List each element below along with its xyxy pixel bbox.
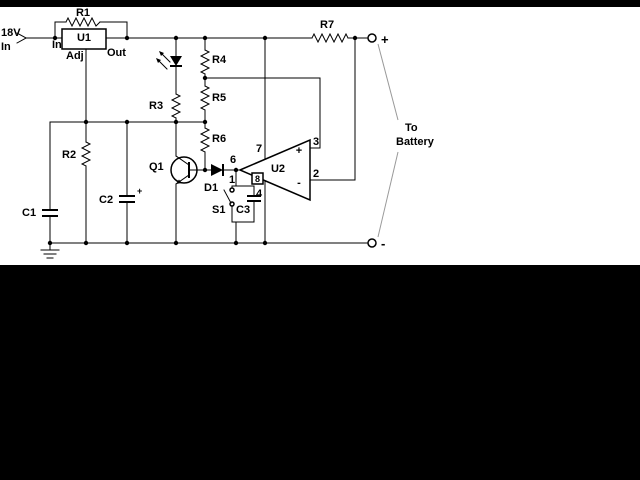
input-arrow-icon xyxy=(16,32,27,44)
label-u2-plus: + xyxy=(296,145,302,157)
label-battery: Battery xyxy=(396,136,435,148)
label-r3: R3 xyxy=(149,100,163,112)
switch-s1 xyxy=(223,187,235,207)
label-terminal-plus: + xyxy=(381,32,389,47)
label-r4: R4 xyxy=(212,54,227,66)
label-u1: U1 xyxy=(77,32,91,44)
label-u2-pin-8: 8 xyxy=(255,174,260,184)
opamp-pin8-nc-box xyxy=(251,172,264,185)
terminal-negative-circle xyxy=(367,238,377,248)
transistor-q1 xyxy=(170,155,198,185)
label-u1-pin-in: In xyxy=(52,39,62,51)
capacitor-c3 xyxy=(247,195,261,202)
label-r7: R7 xyxy=(320,19,334,31)
label-u2-pin-7: 7 xyxy=(256,143,262,155)
resistor-r7 xyxy=(311,32,349,44)
capacitor-c2 xyxy=(119,195,135,203)
label-u1-pin-adj: Adj xyxy=(66,50,84,62)
label-in-source: In xyxy=(1,41,11,53)
led-ray-arrows-icon xyxy=(156,51,171,70)
label-u2-pin-3: 3 xyxy=(313,136,319,148)
label-u2-pin-2: 2 xyxy=(313,168,319,180)
label-u1-pin-out: Out xyxy=(107,47,126,59)
resistor-r3 xyxy=(170,93,182,119)
label-18v: 18V xyxy=(1,27,21,39)
regulator-u1-box xyxy=(61,28,107,50)
led-indicator xyxy=(156,51,182,70)
resistor-r6 xyxy=(199,127,211,153)
label-r5: R5 xyxy=(212,92,226,104)
label-u2-pin-1: 1 xyxy=(229,174,235,186)
label-d1: D1 xyxy=(204,182,218,194)
label-q1: Q1 xyxy=(149,161,164,173)
resistor-r2 xyxy=(80,141,92,167)
wires xyxy=(25,21,369,244)
label-u2: U2 xyxy=(271,163,285,175)
opamp-u2 xyxy=(238,138,311,202)
label-u2-pin-6: 6 xyxy=(230,154,236,166)
label-u2-pin-4: 4 xyxy=(256,188,263,200)
label-c2: C2 xyxy=(99,194,113,206)
label-r6: R6 xyxy=(212,133,226,145)
label-terminal-minus: - xyxy=(381,236,385,251)
junction-dots xyxy=(47,35,358,246)
led-triangle xyxy=(170,56,182,66)
label-r2: R2 xyxy=(62,149,76,161)
battery-pointer-lines xyxy=(377,43,399,238)
q1-emitter-arrow-icon xyxy=(176,179,182,184)
opamp-triangle xyxy=(238,138,311,202)
label-u2-minus: - xyxy=(297,177,301,189)
q1-collector-lead xyxy=(175,155,190,166)
label-c3: C3 xyxy=(236,204,250,216)
label-to: To xyxy=(405,122,418,134)
label-c2-polarity: + xyxy=(137,186,142,196)
label-c1: C1 xyxy=(22,207,36,219)
label-s1: S1 xyxy=(212,204,225,216)
resistor-r1 xyxy=(65,16,101,28)
d1-triangle xyxy=(211,164,223,176)
terminal-positive-circle xyxy=(367,33,377,43)
label-r1: R1 xyxy=(76,7,90,19)
diode-d1 xyxy=(211,164,224,176)
switch-lever xyxy=(223,189,232,204)
resistor-r4 xyxy=(199,49,211,75)
capacitor-c1 xyxy=(42,209,58,217)
resistor-r5 xyxy=(199,85,211,111)
